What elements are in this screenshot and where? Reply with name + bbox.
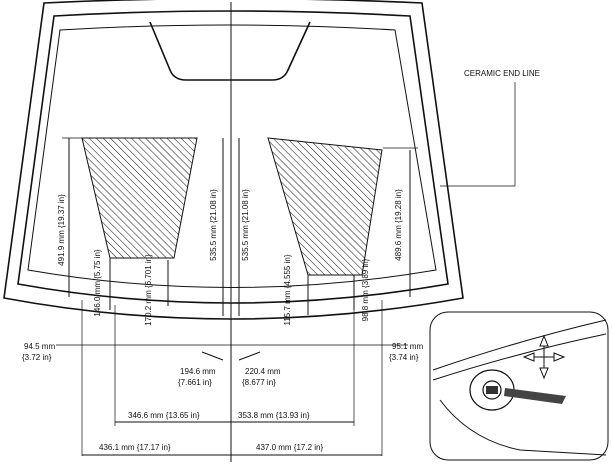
left-center-gap-mm-label: 194.6 mm (180, 367, 216, 376)
left-side-offset-mm-label: 94.5 mm (24, 342, 55, 351)
center-right-height-label: 535.5 mm {21.08 in} (241, 189, 250, 261)
inset-glass-edge (432, 333, 607, 381)
ceramic-leader-line (440, 82, 516, 187)
right-hatched-zone (267, 137, 383, 276)
left-center-gap-in-label: {7.661 in} (178, 378, 212, 387)
inset-dashboard-edge (432, 319, 607, 371)
move-arrows-icon (522, 334, 566, 380)
windshield-inner-outline (17, 10, 449, 304)
ceramic-end-line (27, 24, 437, 288)
right-outer-width-label: 437.0 mm {17.2 in} (256, 443, 323, 452)
inset-wire-strand (504, 388, 566, 404)
detail-inset-frame (429, 311, 609, 461)
left-outer-width-label: 436.1 mm {17.17 in} (99, 443, 171, 452)
right-center-gap-mm-label: 220.4 mm (245, 367, 281, 376)
windshield-outer-outline (3, 0, 464, 320)
left-inner-height-label: 170.2 mm {6.701 in} (144, 254, 153, 326)
left-zone-height-label: 491.9 mm {19.37 in} (57, 194, 66, 266)
left-zone-bottom-gap-label: 146.0 mm {5.75 in} (93, 249, 102, 316)
detail-inset (429, 311, 609, 461)
center-gap-right-arrow (238, 351, 261, 361)
left-side-offset-in-label: {3.72 in} (22, 353, 52, 362)
right-center-gap-in-label: {8.677 in} (242, 378, 276, 387)
left-hatched-zone (81, 137, 198, 259)
right-inner-height-label: 115.7 mm {4.555 in} (283, 254, 292, 325)
inset-panel (439, 399, 607, 456)
right-inner-width-label: 353.8 mm {13.93 in} (238, 411, 310, 420)
right-side-offset-mm-label: 95.1 mm (392, 342, 423, 351)
right-zone-bottom-gap-label: 98.8 mm {3.89 in} (361, 258, 370, 321)
ceramic-end-line-label: CERAMIC END LINE (464, 69, 540, 78)
inset-tool-head-icon (486, 386, 498, 394)
center-gap-left-arrow (201, 351, 224, 361)
left-inner-width-label: 346.6 mm {13.65 in} (128, 411, 200, 420)
center-left-height-label: 535.5 mm {21.08 in} (209, 189, 218, 261)
right-zone-height-label: 489.6 mm {19.28 in} (394, 189, 403, 261)
right-side-offset-in-label: {3.74 in} (389, 353, 419, 362)
mirror-notch (149, 21, 311, 81)
